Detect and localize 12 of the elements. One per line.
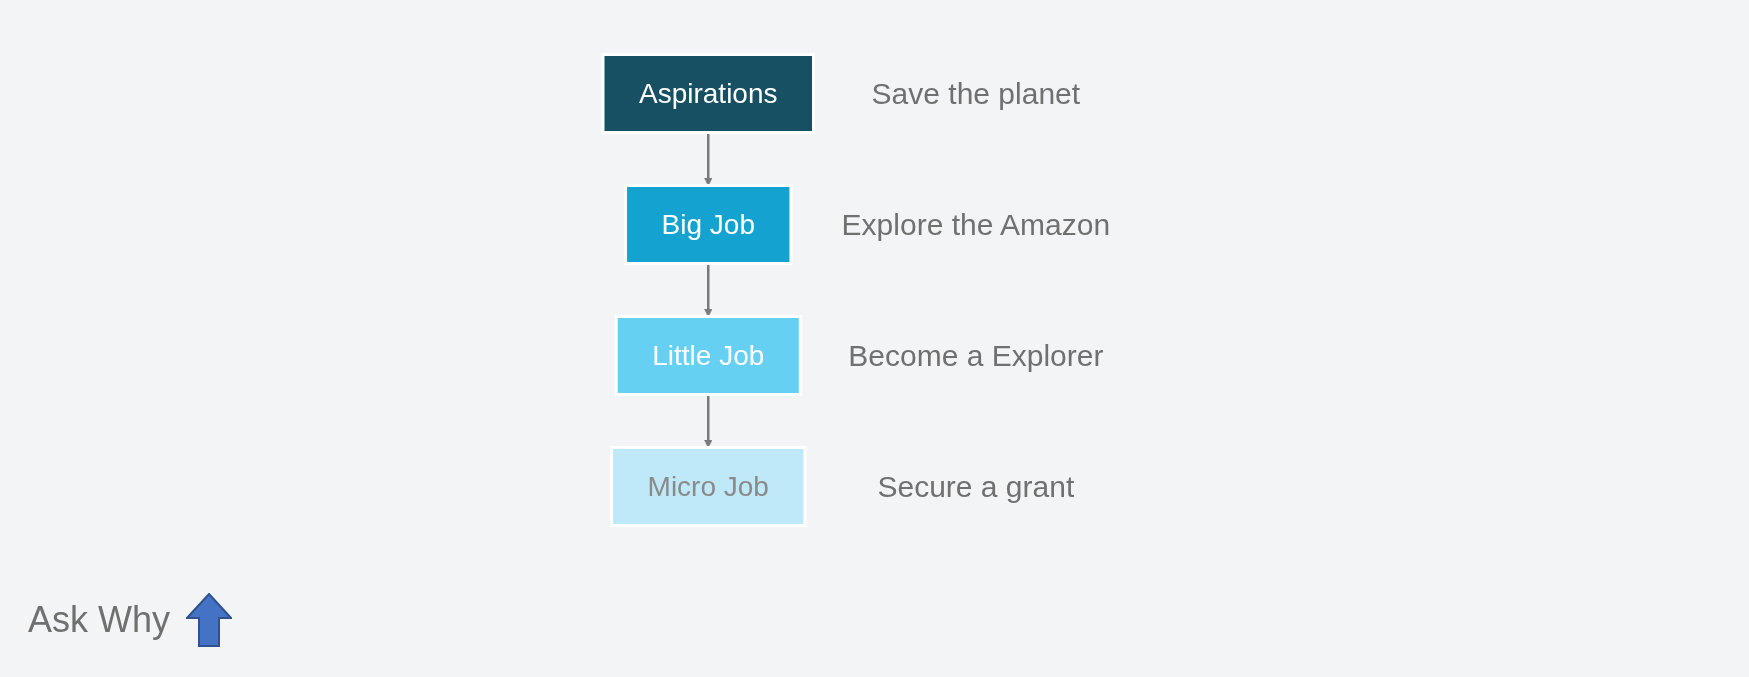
arrow [703, 132, 713, 186]
caption-text: Ask Why [28, 599, 170, 641]
arrow [703, 263, 713, 317]
node-box: Micro Job [610, 446, 807, 527]
node-label: Save the planet [871, 77, 1081, 110]
node-box: Aspirations [601, 53, 815, 134]
node-label: Secure a grant [877, 470, 1075, 503]
arrow [703, 394, 713, 448]
node-box: Little Job [614, 315, 802, 396]
node-label: Become a Explorer [848, 339, 1104, 372]
node-box: Big Job [624, 184, 793, 265]
node-label: Explore the Amazon [841, 208, 1111, 241]
